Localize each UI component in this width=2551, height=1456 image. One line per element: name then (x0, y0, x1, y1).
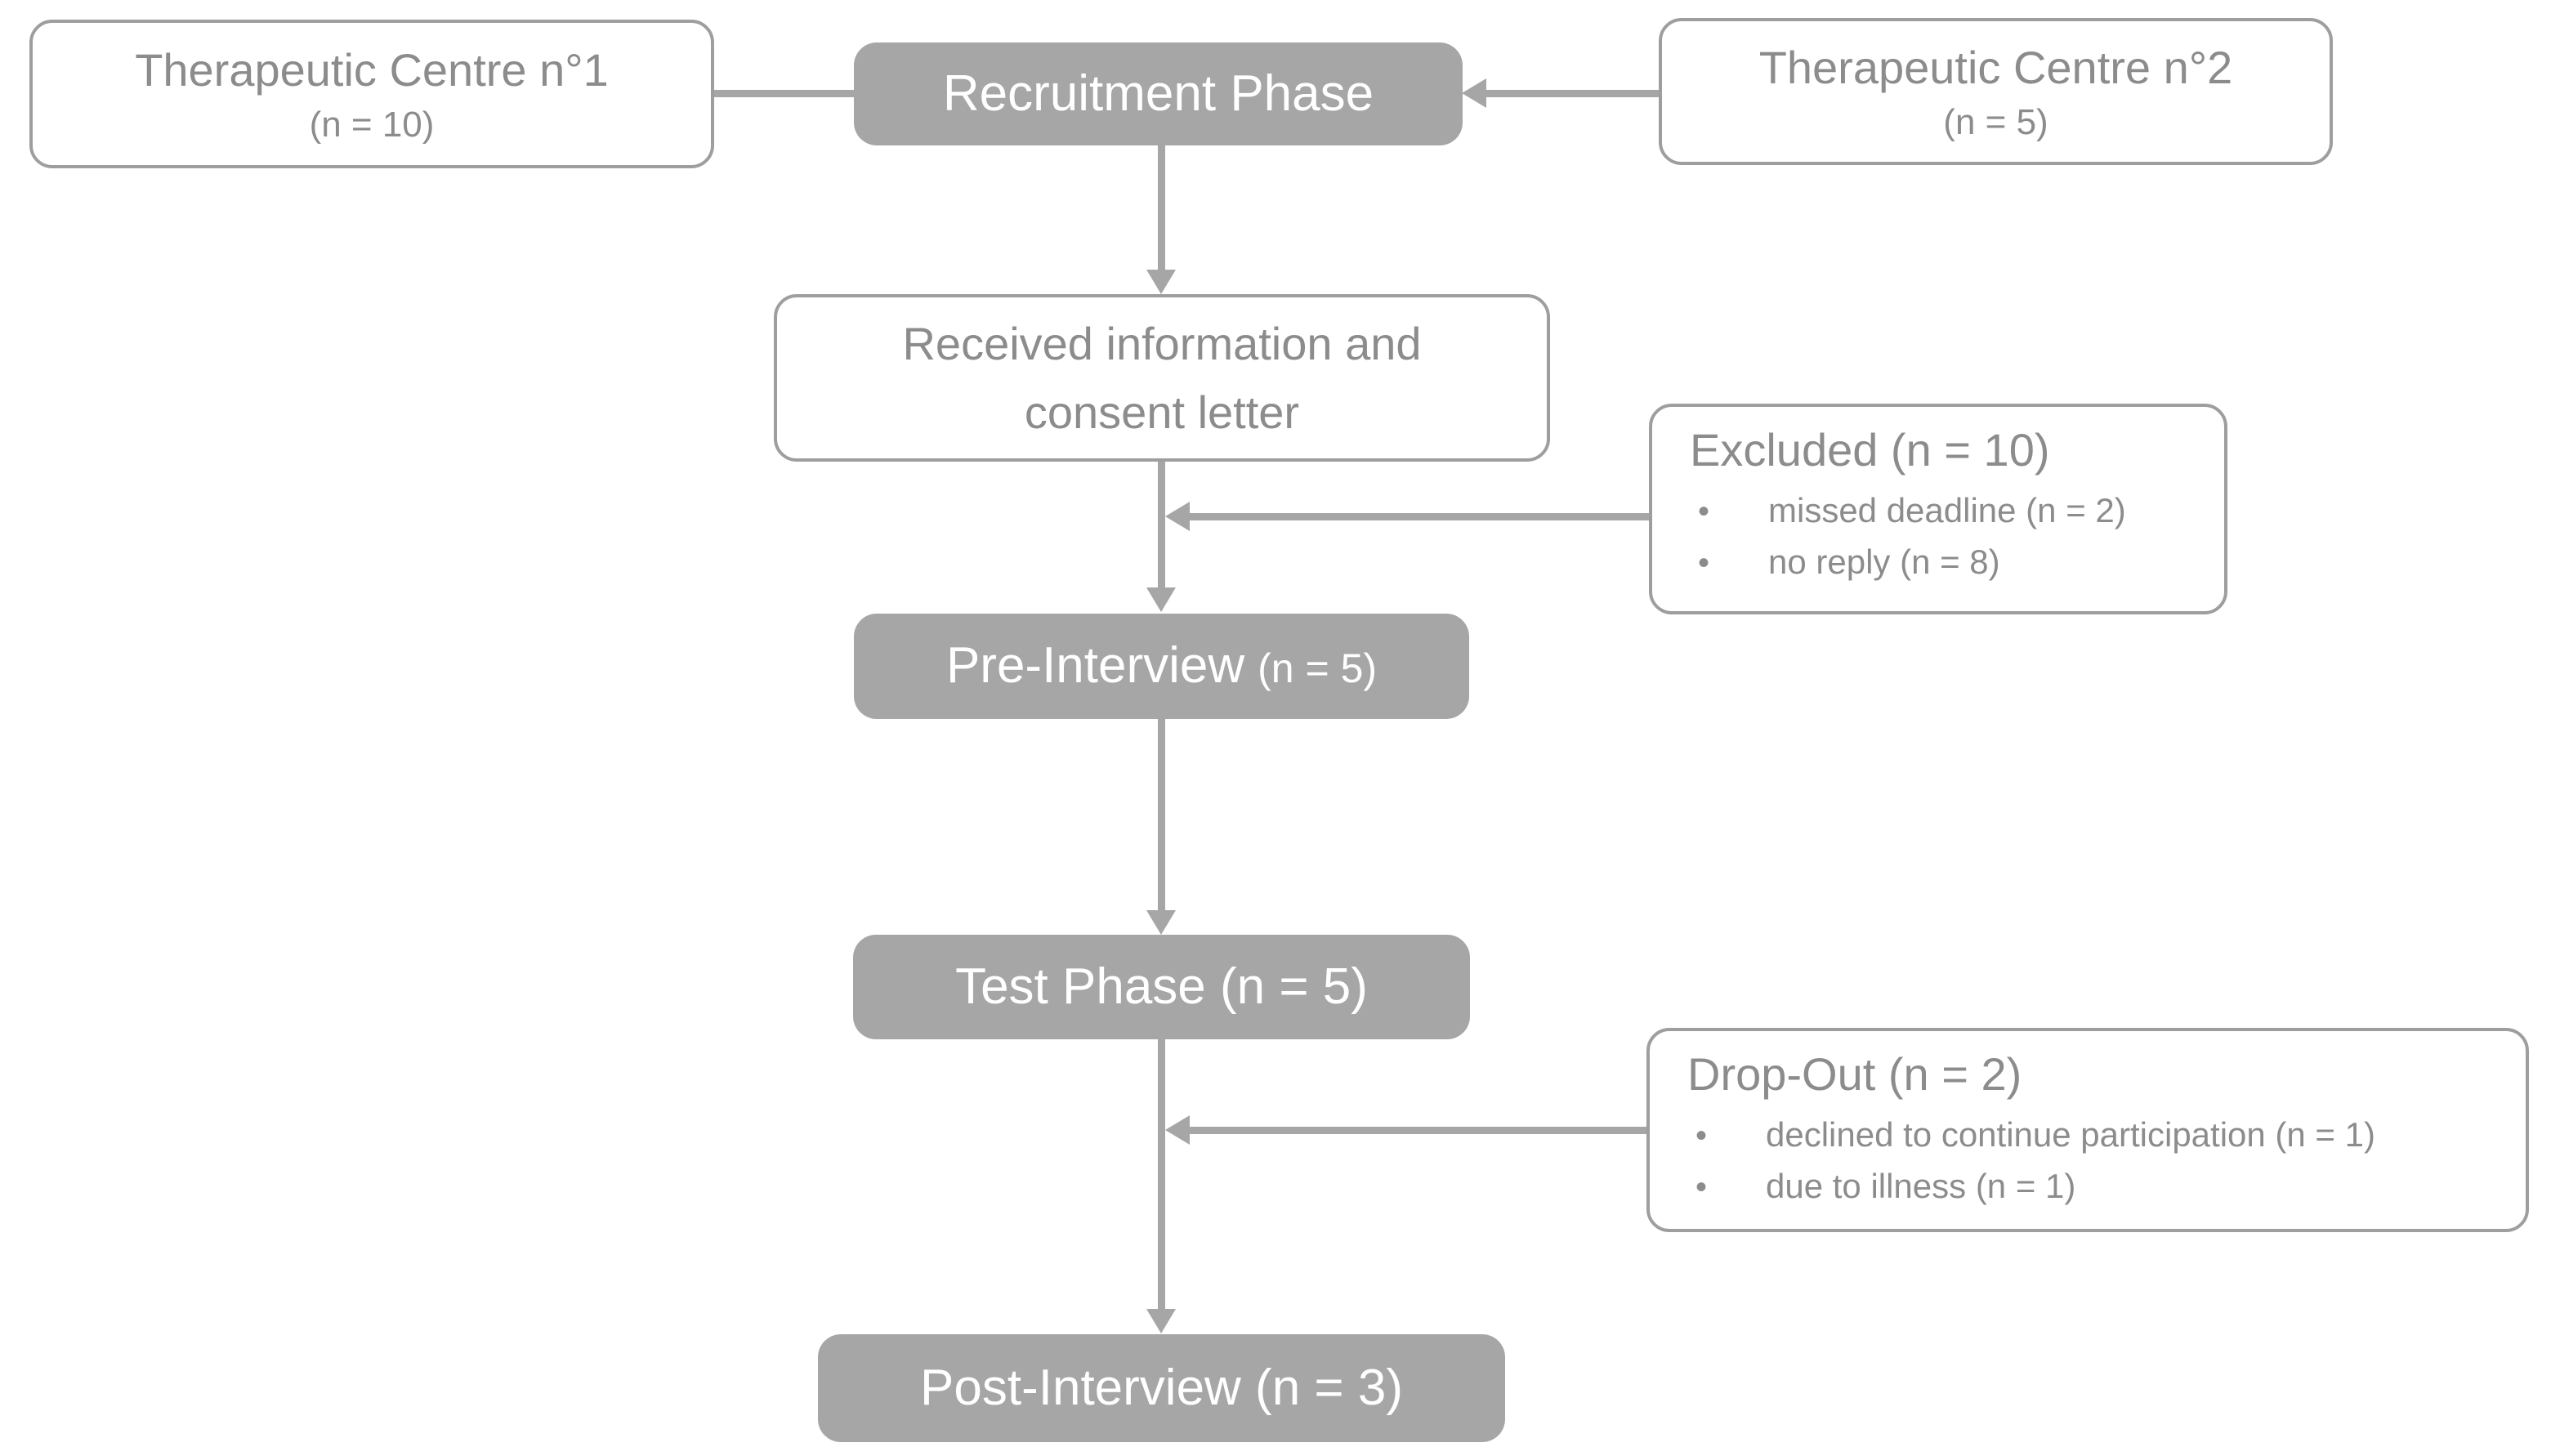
box-drop-out: Drop-Out (n = 2) • declined to continue … (1646, 1028, 2529, 1232)
box-label: Pre-Interview (945, 637, 1245, 695)
box-pre-interview: Pre-Interview (n = 5) (854, 614, 1469, 719)
box-label: Test Phase (n = 5) (955, 958, 1368, 1015)
arrowhead-recruitment-to-received (1146, 270, 1176, 294)
box-text-line1: Received information and (902, 317, 1422, 369)
bullet-item: • due to illness (n = 1) (1687, 1161, 2375, 1213)
box-recruitment-phase: Recruitment Phase (854, 42, 1463, 145)
connector-excluded-branch (1186, 513, 1649, 520)
connector-tc1-to-recruitment (713, 90, 856, 97)
bullet-text: no reply (n = 8) (1768, 543, 2000, 581)
connector-tc2-to-recruitment (1483, 90, 1660, 97)
bullet-text: due to illness (n = 1) (1766, 1167, 2076, 1205)
box-title: Therapeutic Centre n°2 (1758, 41, 2233, 93)
bullet-dot: • (1695, 1169, 1707, 1205)
box-label: Post-Interview (n = 3) (920, 1359, 1403, 1416)
box-text: Received information and consent letter (902, 310, 1421, 447)
box-count: (n = 5) (1258, 645, 1378, 692)
connector-preinterview-to-testphase (1158, 718, 1165, 913)
bullet-item: • no reply (n = 8) (1690, 537, 2126, 588)
arrowhead-tc2-to-recruitment (1462, 78, 1486, 108)
connector-testphase-to-postinterview (1158, 1038, 1165, 1311)
box-therapeutic-centre-2: Therapeutic Centre n°2 (n = 5) (1659, 18, 2333, 165)
dropout-bullets: • declined to continue participation (n … (1687, 1110, 2375, 1213)
arrowhead-dropout-branch (1165, 1115, 1190, 1145)
dropout-title: Drop-Out (n = 2) (1687, 1048, 2022, 1100)
bullet-item: • declined to continue participation (n … (1687, 1110, 2375, 1161)
box-excluded: Excluded (n = 10) • missed deadline (n =… (1649, 404, 2227, 614)
connector-dropout-branch (1186, 1127, 1646, 1134)
box-received-consent-letter: Received information and consent letter (774, 294, 1550, 462)
arrowhead-received-to-preinterview (1146, 587, 1176, 612)
box-count: (n = 5) (1943, 101, 2048, 142)
bullet-dot: • (1697, 494, 1709, 529)
excluded-bullets: • missed deadline (n = 2) • no reply (n … (1690, 485, 2126, 588)
box-test-phase: Test Phase (n = 5) (853, 935, 1470, 1039)
bullet-text: missed deadline (n = 2) (1768, 491, 2126, 529)
bullet-dot: • (1695, 1118, 1707, 1154)
box-label: Recruitment Phase (942, 65, 1374, 122)
connector-received-to-preinterview (1158, 461, 1165, 590)
arrowhead-preinterview-to-testphase (1146, 910, 1176, 935)
connector-recruitment-to-received (1158, 145, 1165, 272)
excluded-title: Excluded (n = 10) (1690, 424, 2050, 476)
box-title: Therapeutic Centre n°1 (135, 43, 609, 96)
box-post-interview: Post-Interview (n = 3) (818, 1334, 1505, 1442)
bullet-dot: • (1697, 545, 1709, 581)
bullet-text: declined to continue participation (n = … (1766, 1115, 2375, 1154)
arrowhead-testphase-to-postinterview (1146, 1309, 1176, 1333)
box-text-line2: consent letter (1024, 386, 1300, 438)
bullet-item: • missed deadline (n = 2) (1690, 485, 2126, 537)
box-count: (n = 10) (309, 104, 435, 145)
box-therapeutic-centre-1: Therapeutic Centre n°1 (n = 10) (29, 20, 714, 168)
arrowhead-excluded-branch (1165, 502, 1190, 531)
